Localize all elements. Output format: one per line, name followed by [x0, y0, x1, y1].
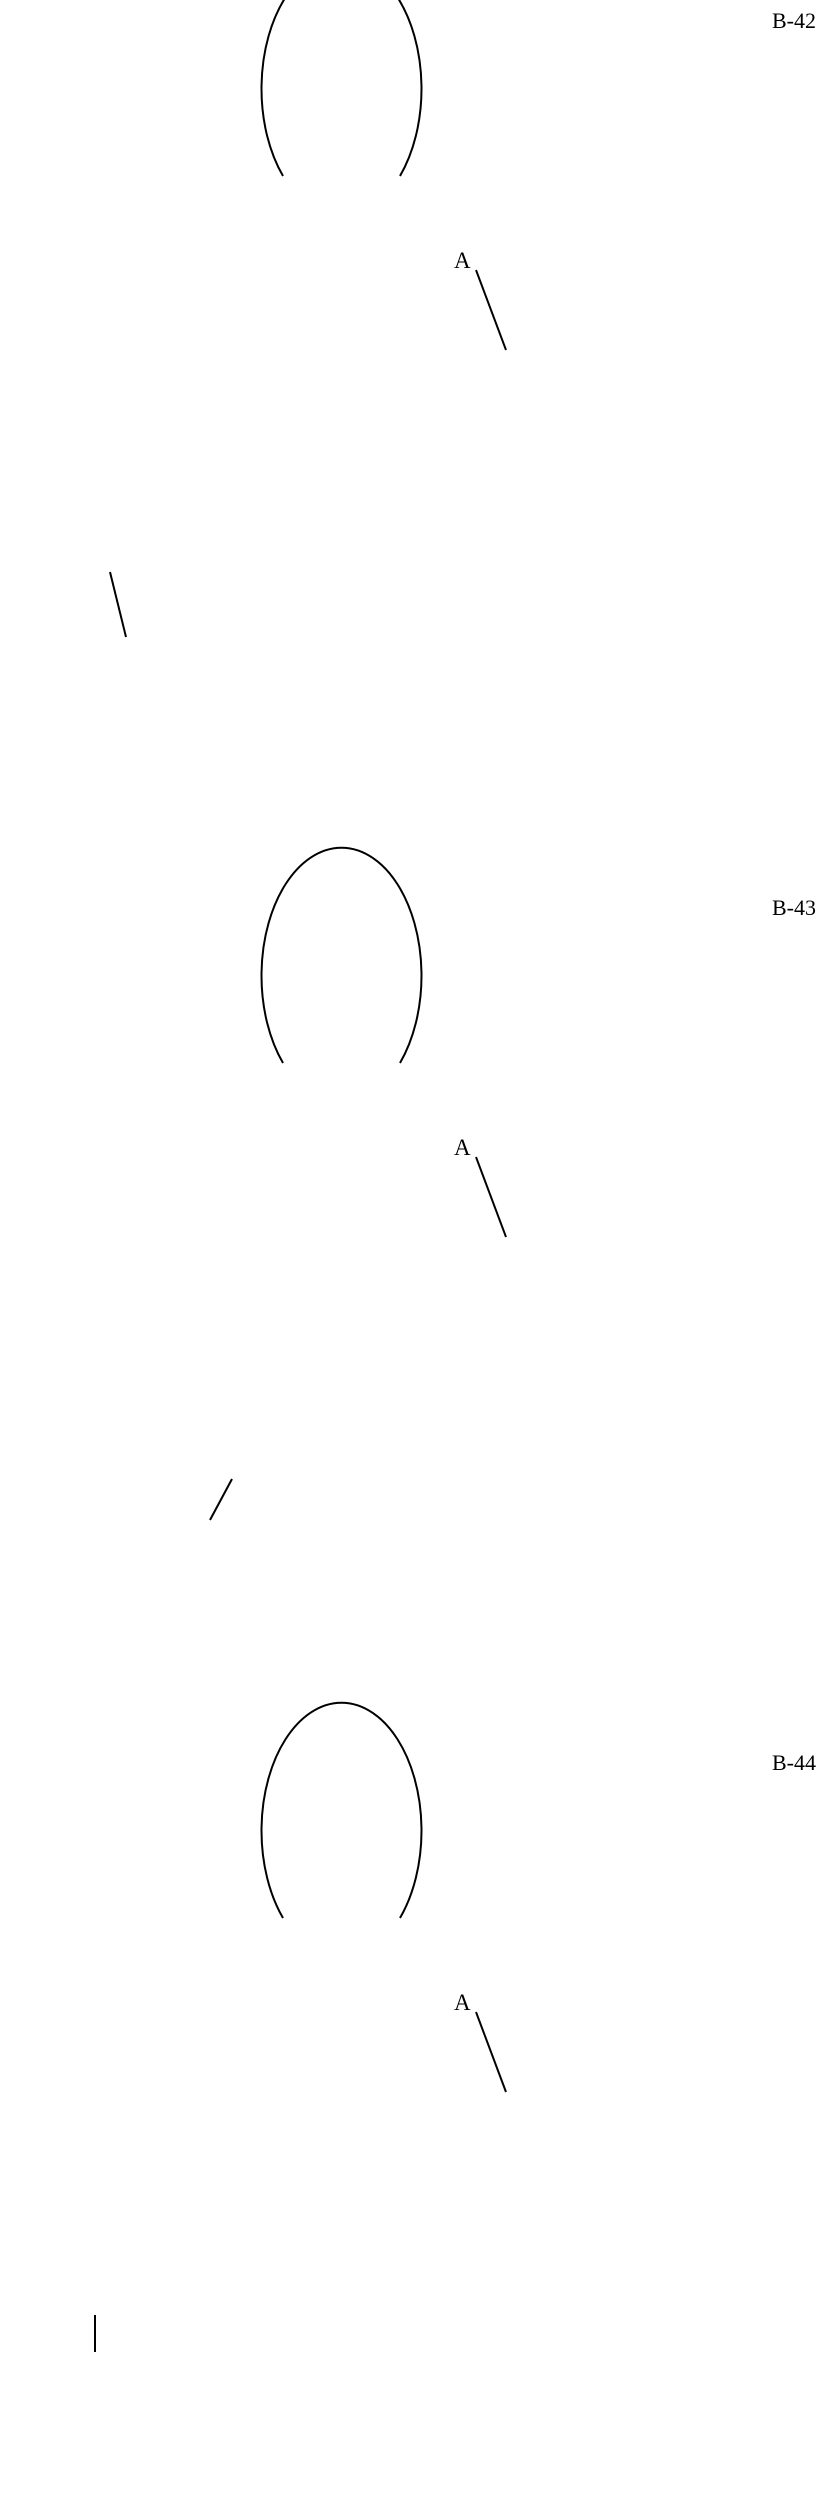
compound-label: B-43 [772, 895, 816, 920]
compound-label: B-44 [772, 1750, 816, 1775]
bond-line: L5 LP5 Re V5 M L1 Ra P1L Y2 Y1 Y3 V1 Y4 [475, 269, 507, 351]
ring-L6: L6 Rf LP6 V6 [260, 1701, 423, 1919]
bond-line: L5 LP5 Re V5 M L1 Ra P1L Y2 Y1 Y3 V1 Y4 [475, 2011, 507, 2093]
benzene-fused: Rx [109, 571, 127, 638]
structure-B-42: B-42 L6 Rf LP6 V6 A L5 LP5 Re V5 M [109, 0, 816, 638]
A-label: A [454, 1135, 471, 1160]
bond-line: L5 LP5 Re V5 M L1 Ra P1L Y2 Y1 Y3 V1 Y4 [475, 1156, 507, 1238]
structure-B-44: B-44 L6 Rf LP6 V6 A L5 LP5 Re V5 M [94, 1701, 816, 2352]
A-label: A [454, 1990, 471, 2015]
benzene-bridge: Rx [209, 1478, 233, 1521]
ring-outline: L6 Rf LP6 V6 [260, 846, 423, 1064]
structure-B-43: B-43 L6 Rf LP6 V6 A L5 LP5 Re V5 M [209, 846, 816, 1521]
ring-L6: L6 Rf LP6 V6 [260, 0, 423, 177]
ring-L6: L6 Rf LP6 V6 [260, 846, 423, 1064]
ring-outline: L6 Rf LP6 V6 [260, 0, 423, 177]
ring-outline: L6 Rf LP6 V6 [260, 1701, 423, 1919]
bond-line: Rx [109, 571, 127, 638]
compound-label: B-42 [772, 8, 816, 33]
bond-line: Rx [209, 1478, 233, 1521]
A-label: A [454, 248, 471, 273]
